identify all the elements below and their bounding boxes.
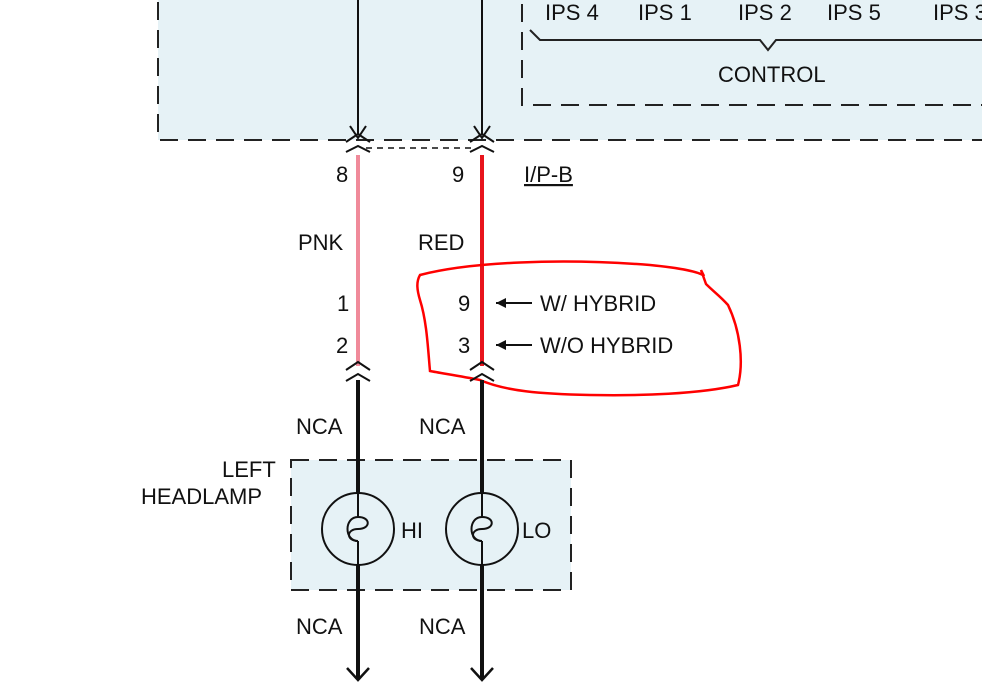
nca-label-1: NCA — [296, 414, 343, 439]
control-bracket — [529, 29, 982, 52]
control-label: CONTROL — [718, 62, 826, 87]
lo-bulb-icon — [445, 492, 519, 566]
splice-right-pin-3: 3 — [458, 333, 470, 358]
ips-2-label: IPS 2 — [738, 0, 792, 25]
ips-1-label: IPS 1 — [638, 0, 692, 25]
wo-hybrid-arrow — [496, 340, 532, 350]
headlamp-title-line-2: HEADLAMP — [141, 484, 262, 509]
wo-hybrid-note: W/O HYBRID — [540, 333, 673, 358]
nca-label-2: NCA — [419, 414, 466, 439]
splice-right-pin-9: 9 — [458, 291, 470, 316]
headlamp-title-line-1: LEFT — [222, 457, 276, 482]
w-hybrid-arrow — [496, 298, 532, 308]
connector-ipb — [345, 132, 495, 153]
hi-bulb-icon — [321, 492, 395, 566]
connector-lower — [345, 360, 495, 382]
ips-4-label: IPS 4 — [545, 0, 599, 25]
red-color-code: RED — [418, 230, 464, 255]
ips-5-label: IPS 5 — [827, 0, 881, 25]
right-arrowhead — [473, 125, 491, 140]
hi-label: HI — [401, 518, 423, 543]
splice-left-pin-2: 2 — [336, 333, 348, 358]
ips-3-label: IPS 3 — [933, 0, 982, 25]
left-arrowhead — [349, 125, 367, 140]
connector-pin-left: 8 — [336, 162, 348, 187]
red-annotation-circle — [416, 260, 743, 397]
lo-ground-arrow — [470, 667, 494, 682]
connector-pin-right: 9 — [452, 162, 464, 187]
lo-label: LO — [522, 518, 551, 543]
w-hybrid-note: W/ HYBRID — [540, 291, 656, 316]
hi-ground-arrow — [346, 667, 370, 682]
pnk-color-code: PNK — [298, 230, 344, 255]
nca-label-4: NCA — [419, 614, 466, 639]
nca-label-3: NCA — [296, 614, 343, 639]
control-box — [521, 0, 982, 106]
connector-name: I/P-B — [524, 162, 573, 187]
splice-left-pin-1: 1 — [337, 291, 349, 316]
